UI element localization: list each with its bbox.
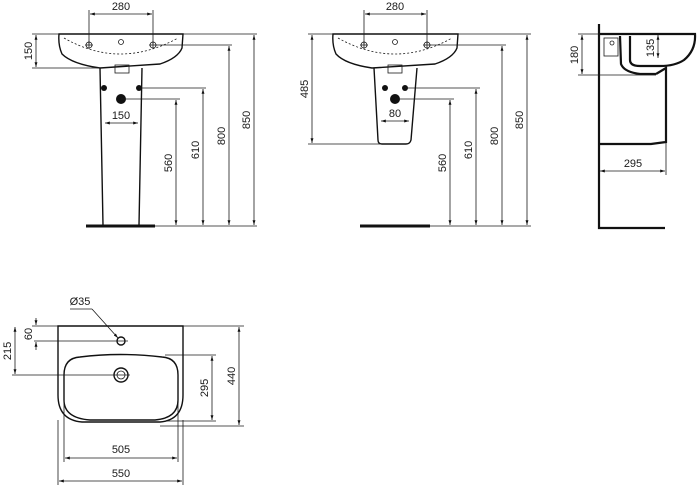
dim-rim-tap-height: 800 bbox=[489, 127, 501, 145]
dim-supply-height: 610 bbox=[190, 141, 202, 159]
front-view-semi-pedestal: 280 485 80 560 610 800 850 bbox=[299, 1, 531, 228]
pedestal-outline bbox=[99, 67, 143, 226]
dim-bowl-depth: 295 bbox=[199, 379, 211, 397]
dim-rim-tap-height: 800 bbox=[216, 127, 228, 145]
dim-waste-height: 560 bbox=[163, 154, 175, 172]
dim-waste-height: 560 bbox=[437, 154, 449, 172]
dim-basin-height: 150 bbox=[23, 42, 35, 60]
basin-plan-outline bbox=[57, 325, 184, 423]
wall-line bbox=[597, 24, 665, 230]
dim-waste-offset: 215 bbox=[2, 342, 14, 360]
dim-tap-spacing: 280 bbox=[112, 1, 130, 13]
side-view: 180 135 295 bbox=[569, 24, 697, 230]
dim-tap-hole-diameter: Ø35 bbox=[70, 296, 91, 308]
dim-supply-height: 610 bbox=[463, 141, 475, 159]
overflow-hole-icon bbox=[392, 39, 398, 45]
dim-bowl-width: 505 bbox=[112, 444, 130, 456]
dim-supply-spacing: 80 bbox=[389, 108, 401, 120]
dim-semi-pedestal-height: 485 bbox=[299, 80, 311, 98]
dim-fixing-height: 180 bbox=[569, 46, 581, 64]
dim-rim-height: 850 bbox=[514, 111, 526, 129]
dim-rim-height: 850 bbox=[241, 111, 253, 129]
semi-pedestal-outline bbox=[373, 67, 418, 145]
dim-tap-spacing: 280 bbox=[386, 1, 404, 13]
bowl-outline bbox=[63, 353, 179, 421]
overflow-hole-icon bbox=[118, 39, 124, 45]
front-view-pedestal: 280 150 150 560 610 800 850 bbox=[23, 1, 257, 228]
dim-supply-spacing: 150 bbox=[112, 110, 130, 122]
dim-overall-depth: 440 bbox=[226, 367, 238, 385]
dim-overall-width: 550 bbox=[112, 468, 130, 480]
dim-tap-hole-offset: 60 bbox=[23, 328, 35, 340]
plan-view: Ø35 60 215 295 440 505 550 bbox=[2, 296, 244, 485]
basin-outline bbox=[58, 33, 184, 69]
basin-outline bbox=[332, 33, 459, 69]
dim-bowl-depth: 135 bbox=[645, 39, 657, 57]
dim-projection: 295 bbox=[624, 158, 642, 170]
